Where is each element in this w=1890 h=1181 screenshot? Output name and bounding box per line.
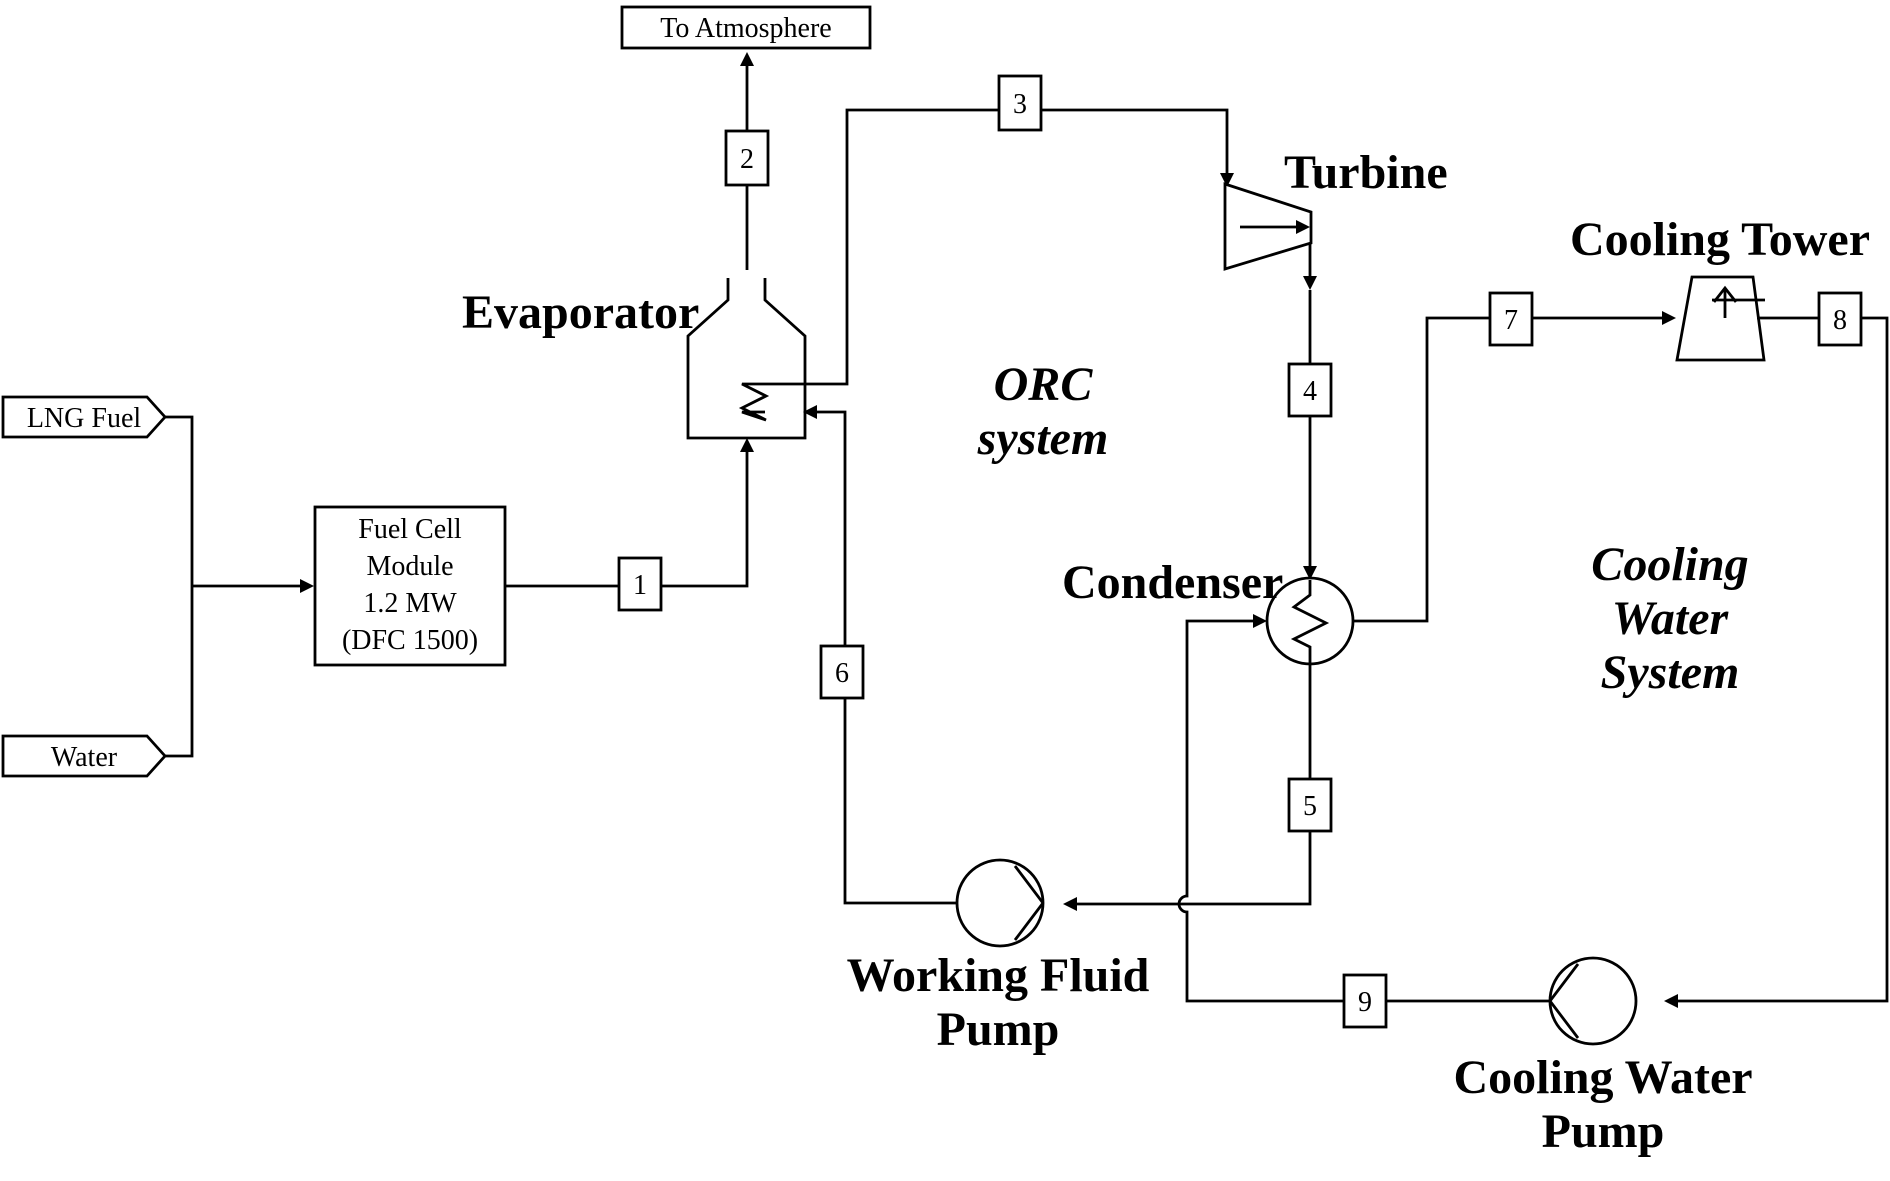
- water-label: Water: [51, 742, 118, 773]
- stream-4-label: 4: [1303, 376, 1317, 407]
- cw-pump-label-line1: Cooling Water: [1453, 1051, 1752, 1104]
- turbine-exhaust-pipe: [1303, 243, 1317, 580]
- stream-6: 6: [819, 644, 865, 700]
- fuel-cell-line1: Fuel Cell: [358, 514, 462, 545]
- cooling-water-return-pipe: [1353, 311, 1676, 623]
- cooling-label-line2: Water: [1612, 592, 1730, 645]
- input-pipes: [165, 415, 314, 758]
- lng-fuel-input: LNG Fuel: [1, 395, 167, 439]
- cooling-water-inlet-pipe: [1177, 614, 1550, 1003]
- stream-9-label: 9: [1358, 987, 1372, 1018]
- fuel-cell-line4: (DFC 1500): [342, 625, 478, 656]
- working-fluid-pump: Working Fluid Pump: [847, 858, 1150, 1056]
- cooling-label-line3: System: [1601, 646, 1740, 699]
- cooling-tower: Cooling Tower: [1570, 213, 1870, 362]
- cooling-label-line1: Cooling: [1591, 538, 1748, 591]
- turbine: Turbine: [1223, 146, 1448, 271]
- stream-3-label: 3: [1013, 89, 1027, 120]
- stream-1-label: 1: [633, 570, 647, 601]
- condenser: Condenser: [1062, 556, 1355, 666]
- condenser-label: Condenser: [1062, 556, 1283, 609]
- condensate-pipe: [1063, 664, 1312, 911]
- cw-pump-label-line2: Pump: [1542, 1105, 1665, 1158]
- stream-5-label: 5: [1303, 791, 1317, 822]
- orc-hot-vapor-pipe: [765, 108, 1234, 386]
- wf-pump-label-line2: Pump: [937, 1003, 1060, 1056]
- stream-1: 1: [617, 556, 663, 612]
- stream-8-label: 8: [1833, 305, 1847, 336]
- stream-5: 5: [1287, 777, 1333, 833]
- water-input: Water: [1, 734, 167, 778]
- orc-system-label: ORC system: [977, 358, 1109, 465]
- stream-3: 3: [997, 74, 1043, 132]
- stack-pipe: [740, 52, 754, 270]
- cooling-water-system-label: Cooling Water System: [1591, 538, 1748, 699]
- evaporator: Evaporator: [462, 278, 807, 440]
- cooling-tower-label: Cooling Tower: [1570, 213, 1870, 266]
- cooling-water-pump: Cooling Water Pump: [1453, 956, 1753, 1158]
- fuel-cell-line3: 1.2 MW: [363, 588, 457, 619]
- lng-fuel-label: LNG Fuel: [27, 403, 142, 434]
- stream-2: 2: [724, 129, 770, 187]
- fuel-cell-module: Fuel Cell Module 1.2 MW (DFC 1500): [313, 505, 507, 667]
- stream-7-label: 7: [1504, 305, 1518, 336]
- stream-4: 4: [1287, 362, 1333, 418]
- stream-9: 9: [1342, 973, 1388, 1029]
- stream-7: 7: [1488, 291, 1534, 347]
- atmosphere-label: To Atmosphere: [660, 13, 831, 44]
- orc-label-line2: system: [977, 412, 1109, 465]
- stream-8: 8: [1817, 291, 1863, 347]
- stream-2-label: 2: [740, 144, 754, 175]
- wf-pump-label-line1: Working Fluid: [847, 949, 1150, 1002]
- atmosphere-outlet: To Atmosphere: [620, 5, 872, 50]
- exhaust-pipe: [505, 438, 754, 588]
- stream-6-label: 6: [835, 658, 849, 689]
- evaporator-label: Evaporator: [462, 286, 699, 339]
- turbine-label: Turbine: [1284, 146, 1448, 199]
- orc-label-line1: ORC: [994, 358, 1094, 411]
- fuel-cell-line2: Module: [366, 551, 453, 582]
